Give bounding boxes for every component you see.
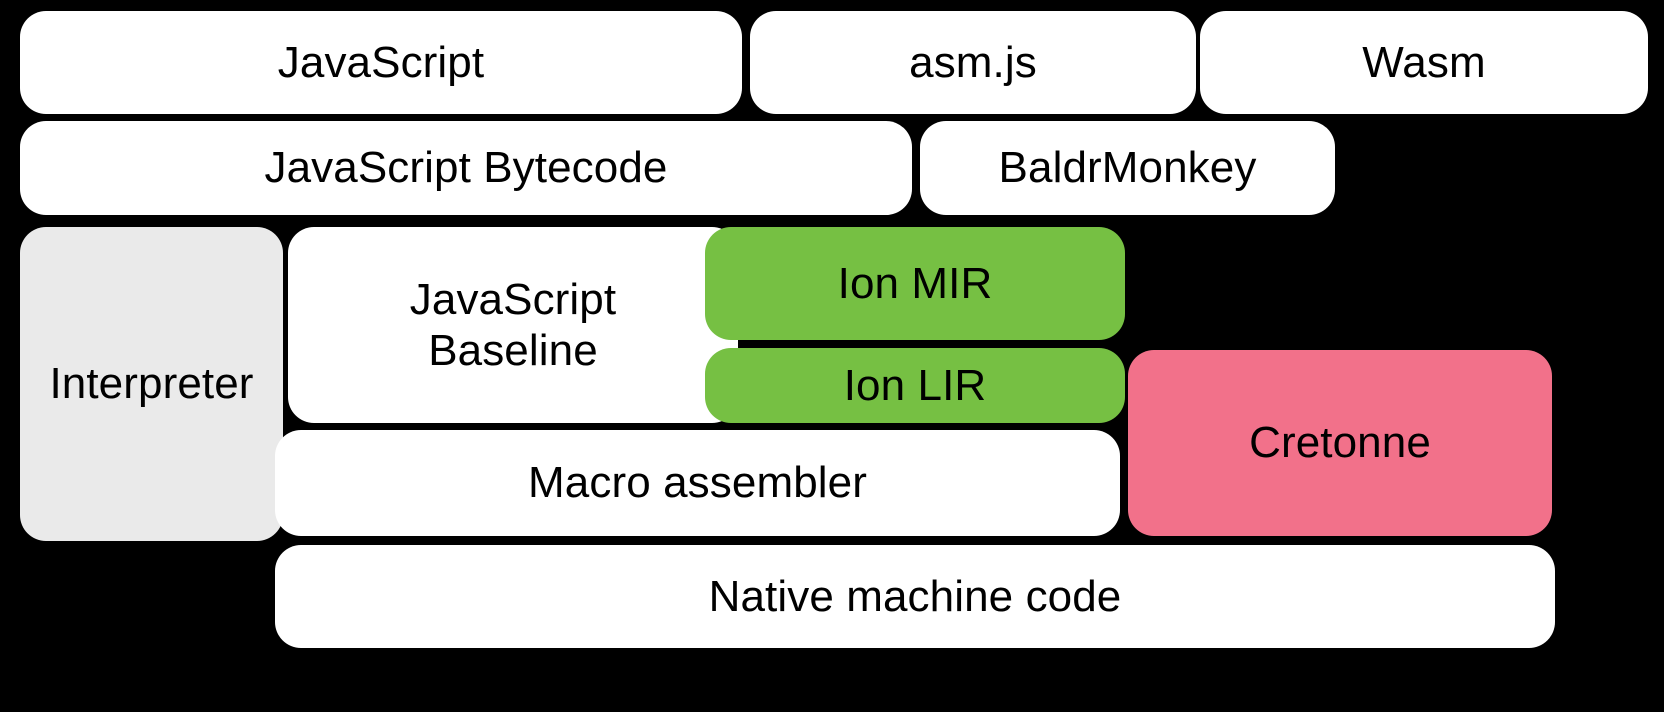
- node-asm-js[interactable]: asm.js: [750, 11, 1196, 114]
- node-cretonne[interactable]: Cretonne: [1128, 350, 1552, 536]
- node-interpreter[interactable]: Interpreter: [20, 227, 283, 541]
- node-javascript-bytecode[interactable]: JavaScript Bytecode: [20, 121, 912, 215]
- node-native-machine-code[interactable]: Native machine code: [275, 545, 1555, 648]
- node-javascript[interactable]: JavaScript: [20, 11, 742, 114]
- node-ion-mir[interactable]: Ion MIR: [705, 227, 1125, 340]
- node-macro-assembler[interactable]: Macro assembler: [275, 430, 1120, 536]
- node-ion-lir[interactable]: Ion LIR: [705, 348, 1125, 423]
- node-wasm[interactable]: Wasm: [1200, 11, 1648, 114]
- node-baldrmonkey[interactable]: BaldrMonkey: [920, 121, 1335, 215]
- node-javascript-baseline[interactable]: JavaScript Baseline: [288, 227, 738, 423]
